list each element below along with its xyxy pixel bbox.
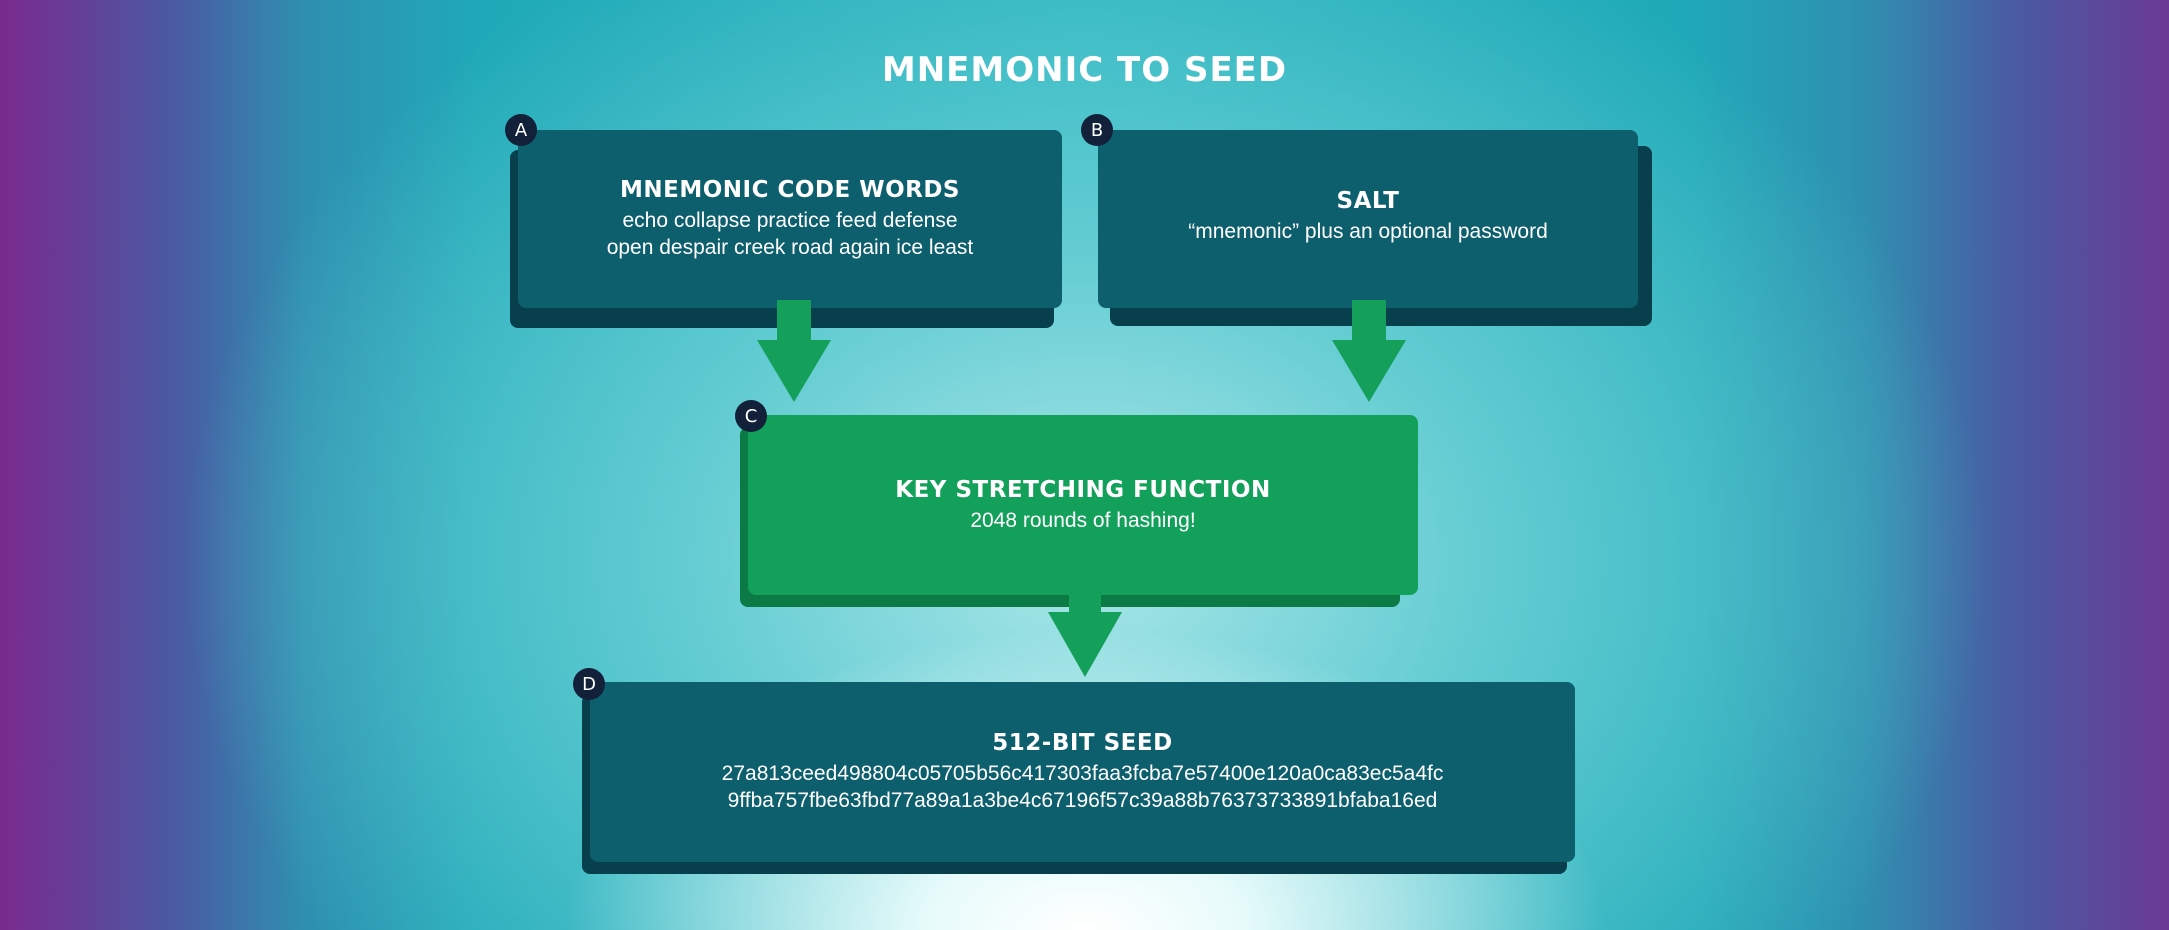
node-line: 9ffba757fbe63fbd77a89a1a3be4c67196f57c39… (727, 789, 1438, 812)
node-line: 2048 rounds of hashing! (970, 508, 1196, 532)
badge-a: A (505, 114, 537, 146)
node-salt: SALT “mnemonic” plus an optional passwor… (1098, 130, 1652, 326)
node-512-bit-seed: 512-BIT SEED 27a813ceed498804c05705b56c4… (582, 682, 1575, 874)
node-face: SALT “mnemonic” plus an optional passwor… (1098, 130, 1638, 308)
node-line: open despair creek road again ice least (606, 236, 974, 259)
badge-b: B (1081, 114, 1113, 146)
node-line: echo collapse practice feed defense (622, 209, 958, 232)
badge-c: C (735, 400, 767, 432)
badge-d: D (573, 668, 605, 700)
arrow-c-to-d-icon (1048, 590, 1122, 677)
node-title: MNEMONIC CODE WORDS (619, 177, 960, 203)
node-title: SALT (1336, 188, 1400, 214)
node-line: “mnemonic” plus an optional password (1188, 220, 1548, 243)
arrow-a-to-c-icon (757, 300, 831, 402)
diagram-title: MNEMONIC TO SEED (881, 50, 1288, 90)
node-face: 512-BIT SEED 27a813ceed498804c05705b56c4… (590, 682, 1575, 862)
node-mnemonic-code-words: MNEMONIC CODE WORDS echo collapse practi… (510, 130, 1062, 328)
node-face: MNEMONIC CODE WORDS echo collapse practi… (518, 130, 1062, 308)
node-face: KEY STRETCHING FUNCTION 2048 rounds of h… (748, 415, 1418, 595)
node-title: 512-BIT SEED (992, 730, 1173, 756)
node-title: KEY STRETCHING FUNCTION (895, 476, 1271, 503)
node-line: 27a813ceed498804c05705b56c417303faa3fcba… (721, 762, 1444, 785)
node-key-stretching-function: KEY STRETCHING FUNCTION 2048 rounds of h… (740, 415, 1418, 607)
arrow-b-to-c-icon (1332, 300, 1406, 402)
